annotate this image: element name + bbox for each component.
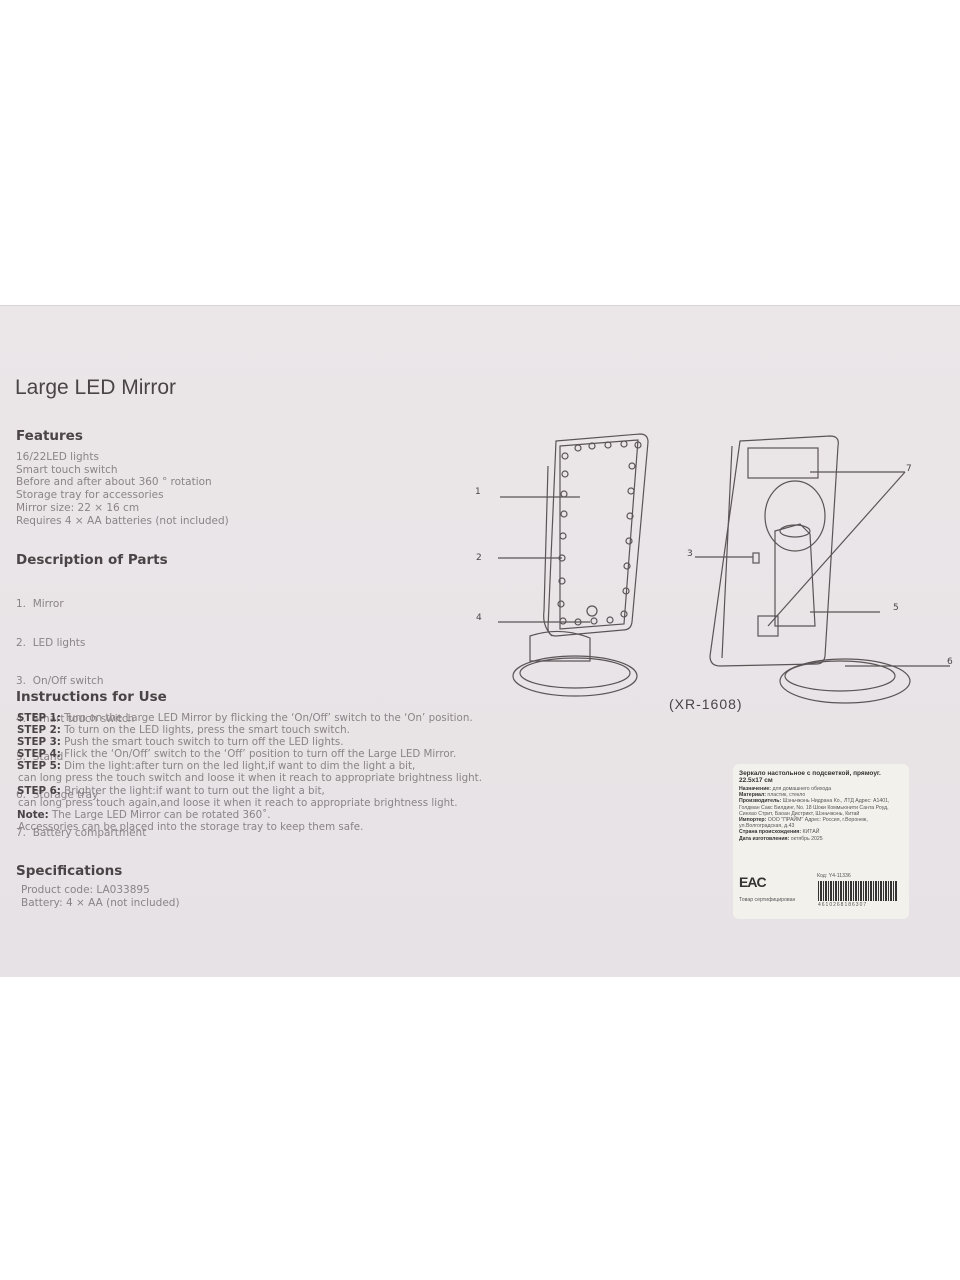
feature-item: Requires 4 × AA batteries (not included) bbox=[16, 514, 229, 527]
country-label: Страна происхождения: bbox=[739, 829, 802, 836]
spec-item: Battery: 4 × AA (not included) bbox=[21, 896, 180, 909]
instruction-step: can long press the touch switch and loos… bbox=[17, 772, 482, 784]
purpose: для домашнего обихода bbox=[771, 786, 832, 792]
step-text: Brighter the light:if want to turn out t… bbox=[60, 784, 325, 797]
date: октябрь 2025 bbox=[789, 835, 823, 842]
feature-item: Before and after about 360 ° rotation bbox=[16, 476, 212, 489]
instruction-step: Note: The Large LED Mirror can be rotate… bbox=[17, 809, 482, 821]
step-label: STEP 4: bbox=[17, 748, 61, 761]
parts-list: 1. Mirror 2. LED lights 3. On/Off switch… bbox=[16, 573, 146, 865]
instruction-step: STEP 3: Push the smart touch switch to t… bbox=[17, 736, 482, 748]
product-title: Large LED Mirror bbox=[15, 376, 177, 399]
features-heading: Features bbox=[16, 428, 83, 444]
spec-item: Product code: LA033895 bbox=[21, 884, 150, 896]
step-text: can long press touch again,and loose it … bbox=[18, 796, 458, 809]
specs-heading: Specifications bbox=[16, 863, 123, 879]
label-3: 3 bbox=[687, 549, 693, 559]
instruction-step: STEP 5: Dim the light:after turn on the … bbox=[17, 760, 482, 772]
step-label: Note: bbox=[17, 808, 49, 821]
part-item: 2. LED lights bbox=[16, 636, 86, 649]
instruction-step: STEP 1: Turn on the Large LED Mirror by … bbox=[17, 712, 482, 724]
maker-label: Производитель: bbox=[739, 798, 782, 805]
label-2: 2 bbox=[476, 553, 482, 563]
step-text: Accessories can be placed into the stora… bbox=[18, 820, 364, 833]
mirror-diagram bbox=[498, 433, 950, 704]
box-back-panel: Large LED Mirror Features 16/22LED light… bbox=[0, 305, 960, 977]
purpose-label: Назначение: bbox=[739, 786, 771, 792]
feature-item: 16/22LED lights bbox=[16, 451, 99, 463]
label-6: 6 bbox=[947, 657, 953, 667]
sticker-title: Зеркало настольное с подсветкой, прямоуг… bbox=[739, 770, 881, 784]
part-item: 6. Storage tray bbox=[16, 788, 99, 801]
instructions-heading: Instructions for Use bbox=[16, 689, 167, 705]
material-label: Материал: bbox=[739, 792, 766, 799]
specs-list: Product code: LA033895 Battery: 4 × AA (… bbox=[21, 884, 180, 909]
features-list: 16/22LED lights Smart touch switch Befor… bbox=[16, 451, 229, 527]
instruction-step: can long press touch again,and loose it … bbox=[17, 797, 482, 809]
feature-item: Mirror size: 22 × 16 cm bbox=[16, 501, 140, 514]
barcode bbox=[818, 881, 898, 901]
importer-sticker: Зеркало настольное с подсветкой, прямоуг… bbox=[733, 764, 909, 919]
step-text: The Large LED Mirror can be rotated 360˚… bbox=[48, 808, 271, 821]
maker: Шэньчжэнь Нидрана Ко., ЛТД Адрес: А1401,… bbox=[739, 798, 890, 817]
instruction-step: STEP 2: To turn on the LED lights, press… bbox=[17, 724, 482, 736]
certified-text: Товар сертифицирован bbox=[739, 897, 796, 903]
step-text: Push the smart touch switch to turn off … bbox=[60, 736, 344, 749]
step-text: To turn on the LED lights, press the sma… bbox=[60, 724, 350, 737]
label-7: 7 bbox=[906, 464, 912, 474]
step-label: STEP 3: bbox=[17, 736, 61, 749]
importer-label: Импортер: bbox=[739, 817, 767, 824]
part-item: 4. Smart touch switch bbox=[16, 712, 135, 725]
step-label: STEP 6: bbox=[17, 784, 61, 797]
step-label: STEP 1: bbox=[17, 712, 61, 724]
step-label: STEP 2: bbox=[17, 724, 61, 737]
label-4: 4 bbox=[476, 613, 482, 623]
step-label: STEP 5: bbox=[17, 760, 61, 773]
step-text: Turn on the Large LED Mirror by flicking… bbox=[60, 712, 473, 724]
part-item: 5. Stand bbox=[16, 750, 64, 763]
eac-mark: EAC bbox=[739, 874, 767, 890]
feature-item: Smart touch switch bbox=[16, 463, 118, 476]
importer: ООО "ПРАЙМ" Адрес: Россия, г.Воронеж, ул… bbox=[739, 817, 868, 830]
instructions-list: STEP 1: Turn on the Large LED Mirror by … bbox=[17, 712, 482, 833]
instruction-step: STEP 6: Brighter the light:if want to tu… bbox=[17, 785, 482, 797]
feature-item: Storage tray for accessories bbox=[16, 489, 164, 502]
date-label: Дата изготовления: bbox=[739, 835, 790, 842]
part-item: 1. Mirror bbox=[16, 598, 64, 611]
part-item: 3. On/Off switch bbox=[16, 674, 104, 687]
part-item: 7. Battery compartment bbox=[16, 827, 147, 840]
material: пластик, стекло bbox=[765, 792, 806, 799]
instruction-step: Accessories can be placed into the stora… bbox=[17, 821, 482, 833]
model-number: (XR-1608) bbox=[669, 696, 743, 712]
product-code: Код: Y4-11336 bbox=[817, 873, 851, 879]
step-text: Flick the ‘On/Off’ switch to the ‘Off’ p… bbox=[60, 748, 457, 761]
label-1: 1 bbox=[475, 487, 481, 497]
country: КИТАЙ bbox=[801, 829, 820, 836]
parts-heading: Description of Parts bbox=[16, 552, 168, 568]
label-5: 5 bbox=[893, 603, 899, 613]
barcode-number: 4610268186307 bbox=[818, 902, 868, 908]
step-text: Dim the light:after turn on the led ligh… bbox=[60, 760, 416, 773]
step-text: can long press the touch switch and loos… bbox=[18, 772, 482, 785]
instruction-step: STEP 4: Flick the ‘On/Off’ switch to the… bbox=[17, 748, 482, 760]
